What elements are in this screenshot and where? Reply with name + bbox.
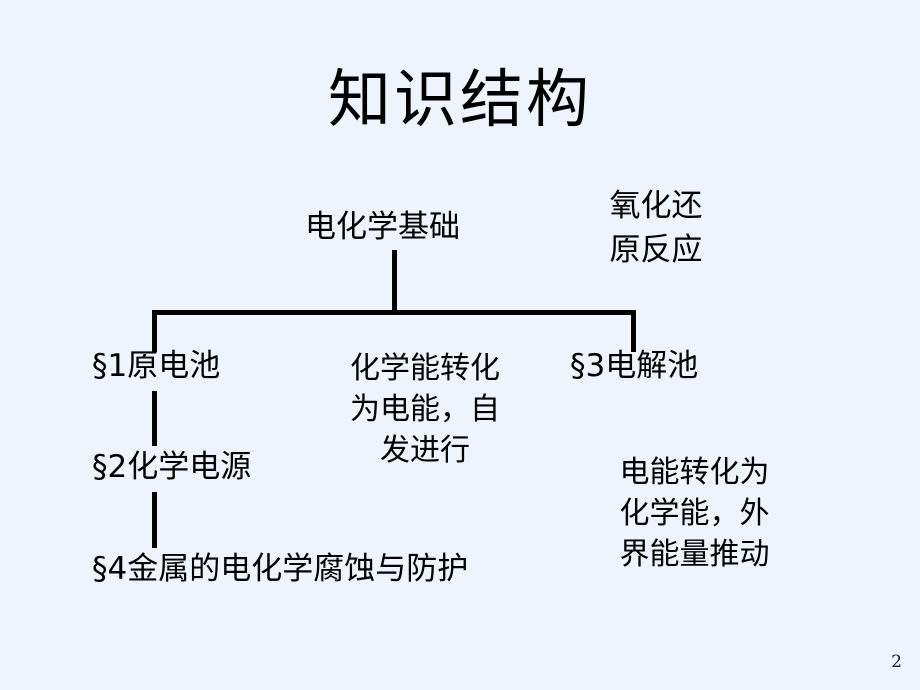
node-section2-chemical-power-source: §2化学电源 xyxy=(92,449,252,485)
connector-left-drop xyxy=(152,310,157,352)
note-electrolytic-energy-conversion: 电能转化为 化学能，外 界能量推动 xyxy=(619,455,770,572)
node-section4-metal-corrosion-protection: §4金属的电化学腐蚀与防护 xyxy=(92,551,469,587)
page-number: 2 xyxy=(891,652,902,672)
node-root-electrochemistry: 电化学基础 xyxy=(305,209,460,245)
connector-root-stem xyxy=(392,250,397,314)
connector-right-drop xyxy=(631,310,636,352)
note-galvanic-energy-conversion: 化学能转化 为电能，自 发进行 xyxy=(350,351,500,468)
node-redox-reaction: 氧化还 原反应 xyxy=(609,188,703,268)
connector-horizontal-bus xyxy=(152,310,636,315)
connector-section1-to-section2 xyxy=(152,391,157,446)
node-section3-electrolytic-cell: §3电解池 xyxy=(570,348,699,384)
page-title: 知识结构 xyxy=(328,63,592,136)
node-section1-galvanic-cell: §1原电池 xyxy=(92,348,221,384)
connector-section2-to-section4 xyxy=(152,492,157,548)
